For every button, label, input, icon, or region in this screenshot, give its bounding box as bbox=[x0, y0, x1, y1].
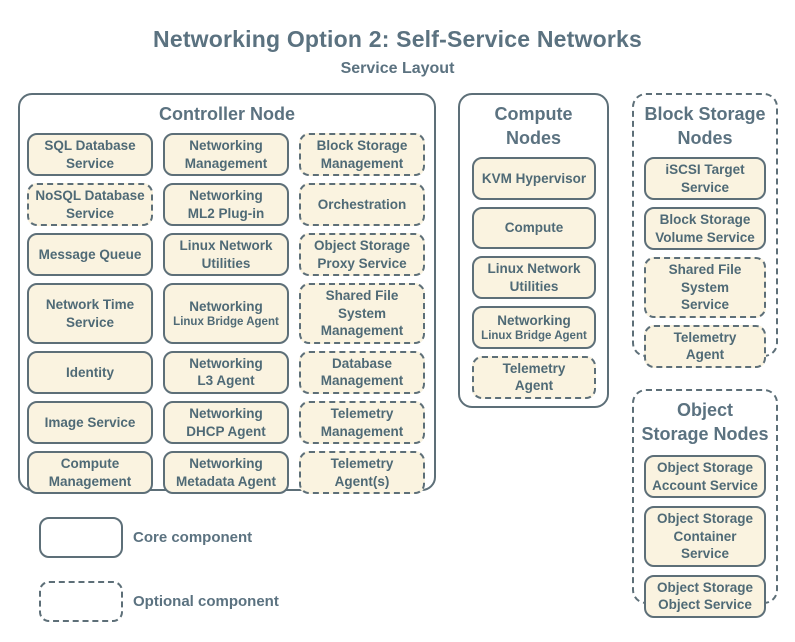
service-box-block-storage-management: Block Storage Management bbox=[299, 133, 425, 177]
service-box-block-storage-volume: Block Storage Volume Service bbox=[644, 207, 766, 251]
service-box-telemetry-agent-block: Telemetry Agent bbox=[644, 324, 766, 368]
compute-service-list: KVM Hypervisor Compute Linux Network Uti… bbox=[472, 157, 596, 399]
diagram-title: Networking Option 2: Self-Service Networ… bbox=[153, 26, 642, 52]
service-box-nosql-database: NoSQL Database Service bbox=[27, 183, 153, 227]
service-box-object-storage-object: Object Storage Object Service bbox=[644, 574, 766, 618]
service-box-linux-network-utilities: Linux Network Utilities bbox=[163, 233, 289, 277]
service-box-networking-dhcp-agent: Networking DHCP Agent bbox=[163, 401, 289, 445]
service-box-message-queue: Message Queue bbox=[27, 233, 153, 277]
diagram-subtitle: Service Layout bbox=[340, 60, 455, 77]
core-component-swatch bbox=[39, 517, 123, 558]
object-storage-service-list: Object Storage Account Service Object St… bbox=[644, 455, 766, 618]
core-component-label: Core component bbox=[133, 529, 253, 546]
service-box-image-service: Image Service bbox=[27, 401, 153, 445]
service-box-compute-management: Compute Management bbox=[27, 451, 153, 495]
service-box-compute: Compute bbox=[472, 206, 596, 250]
service-box-sublabel: Linux Bridge Agent bbox=[481, 330, 587, 343]
service-box-networking-metadata-agent: Networking Metadata Agent bbox=[163, 451, 289, 495]
service-box-database-management: Database Management bbox=[299, 350, 425, 395]
service-box-identity: Identity bbox=[27, 350, 153, 395]
block-storage-service-list: iSCSI Target Service Block Storage Volum… bbox=[644, 157, 766, 368]
service-box-telemetry-agent-compute: Telemetry Agent bbox=[472, 355, 596, 399]
service-box-network-time: Network Time Service bbox=[27, 283, 153, 344]
object-storage-nodes-title: Object Storage Nodes bbox=[641, 400, 769, 445]
block-storage-nodes-panel: Block Storage Nodes iSCSI Target Service… bbox=[632, 93, 778, 368]
compute-nodes-panel: Compute Nodes KVM Hypervisor Compute Lin… bbox=[458, 93, 609, 408]
service-box-shared-file-system-service: Shared File System Service bbox=[644, 257, 766, 318]
service-box-networking-ml2-plugin: Networking ML2 Plug-in bbox=[163, 183, 289, 227]
service-box-sublabel: Linux Bridge Agent bbox=[173, 316, 279, 329]
service-box-sql-database: SQL Database Service bbox=[27, 133, 153, 177]
service-box-networking-management: Networking Management bbox=[163, 133, 289, 177]
compute-nodes-title: Compute Nodes bbox=[494, 104, 573, 149]
legend-core-row: Core component bbox=[39, 517, 252, 558]
controller-node-title: Controller Node bbox=[158, 104, 295, 124]
block-storage-nodes-title: Block Storage Nodes bbox=[644, 104, 766, 149]
service-box-telemetry-management: Telemetry Management bbox=[299, 401, 425, 445]
service-box-orchestration: Orchestration bbox=[299, 183, 425, 227]
object-storage-nodes-panel: Object Storage Nodes Object Storage Acco… bbox=[632, 389, 778, 618]
optional-component-label: Optional component bbox=[133, 593, 279, 610]
service-box-linux-network-utilities-compute: Linux Network Utilities bbox=[472, 256, 596, 300]
service-box-networking-l3-agent: Networking L3 Agent bbox=[163, 350, 289, 395]
service-box-iscsi-target: iSCSI Target Service bbox=[644, 157, 766, 201]
controller-service-grid: SQL Database Service Networking Manageme… bbox=[27, 133, 425, 495]
service-box-object-storage-account: Object Storage Account Service bbox=[644, 455, 766, 499]
service-box-object-storage-proxy: Object Storage Proxy Service bbox=[299, 233, 425, 277]
service-box-kvm-hypervisor: KVM Hypervisor bbox=[472, 157, 596, 200]
controller-node-panel: Controller Node SQL Database Service Net… bbox=[18, 93, 436, 495]
service-box-shared-file-system-management: Shared File System Management bbox=[299, 283, 425, 344]
legend-optional-row: Optional component bbox=[39, 581, 279, 622]
service-box-telemetry-agents: Telemetry Agent(s) bbox=[299, 451, 425, 495]
service-box-object-storage-container: Object Storage Container Service bbox=[644, 506, 766, 567]
optional-component-swatch bbox=[39, 581, 123, 622]
